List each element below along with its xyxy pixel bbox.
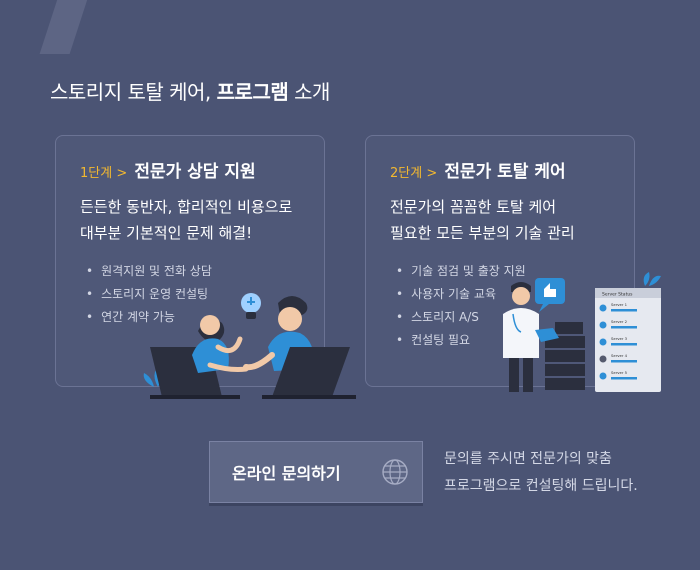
consultation-illustration [143, 293, 356, 399]
person-left [192, 315, 249, 373]
feature-item: 원격지원 및 전화 상담 [86, 260, 212, 283]
card-title: 2단계 > 전문가 토탈 케어 [390, 157, 566, 182]
thumbs-up-icon [535, 278, 565, 312]
feature-item: 컨설팅 필요 [396, 329, 526, 352]
server-load-bar [611, 326, 637, 329]
step-name: 전문가 토탈 케어 [444, 162, 566, 182]
technician-illustration: Server Status Server 1 Server 2 Server 3 Se… [503, 272, 661, 392]
server-load-bar [611, 309, 637, 312]
lightbulb-icon [241, 293, 261, 319]
server-rack [545, 322, 585, 390]
status-check-icon [599, 355, 607, 363]
step-label: 1단계 > [80, 166, 128, 181]
inquiry-description: 문의를 주시면 전문가의 맞춤 프로그램으로 컨설팅해 드립니다. [444, 446, 694, 500]
feature-list: 기술 점검 및 출장 지원 사용자 기술 교육 스토리지 A/S 컨설팅 필요 [396, 260, 526, 352]
server-load-bar [611, 360, 637, 363]
desc-line: 필요한 모든 부분의 기술 관리 [390, 224, 575, 242]
feature-item: 스토리지 운영 컨설팅 [86, 283, 212, 306]
step-name: 전문가 상담 지원 [134, 162, 256, 182]
card-title: 1단계 > 전문가 상담 지원 [80, 157, 256, 182]
status-check-icon [599, 372, 607, 380]
feature-list: 원격지원 및 전화 상담 스토리지 운영 컨설팅 연간 계약 가능 [86, 260, 212, 329]
headline-suffix: 소개 [294, 80, 330, 104]
server-name: Server 5 [611, 370, 628, 375]
server-status-panel: Server Status Server 1 Server 2 Server 3 Se… [595, 288, 661, 392]
desc-line: 전문가의 꼼꼼한 토탈 케어 [390, 198, 557, 216]
card-description: 전문가의 꼼꼼한 토탈 케어 필요한 모든 부분의 기술 관리 [390, 194, 630, 246]
step-label: 2단계 > [390, 166, 438, 181]
server-status-row: Server 1 [599, 302, 637, 312]
feature-item: 기술 점검 및 출장 지원 [396, 260, 526, 283]
program-card-step1: 1단계 > 전문가 상담 지원 든든한 동반자, 합리적인 비용으로 대부분 기… [55, 135, 325, 387]
headline-bold: 프로그램 [216, 80, 289, 104]
online-inquiry-button[interactable]: 온라인 문의하기 [209, 441, 423, 503]
note-line: 문의를 주시면 전문가의 맞춤 [444, 451, 612, 467]
status-check-icon [599, 321, 607, 329]
server-status-row: Server 3 [599, 336, 637, 346]
status-check-icon [599, 338, 607, 346]
server-load-bar [611, 343, 637, 346]
server-status-row: Server 4 [599, 353, 637, 363]
headline-prefix: 스토리지 토탈 케어, [50, 80, 211, 104]
technician-figure [503, 282, 559, 392]
server-name: Server 3 [611, 336, 628, 341]
plant-icon [643, 272, 661, 286]
server-name: Server 2 [611, 319, 628, 324]
server-panel-title: Server Status [602, 292, 633, 298]
server-name: Server 4 [611, 353, 628, 358]
desc-line: 대부분 기본적인 문제 해결! [80, 224, 253, 242]
server-name: Server 1 [611, 302, 628, 307]
note-line: 프로그램으로 컨설팅해 드립니다. [444, 478, 638, 494]
decorative-quote-mark [39, 0, 91, 54]
status-check-icon [599, 304, 607, 312]
online-inquiry-label: 온라인 문의하기 [232, 464, 341, 483]
globe-icon [382, 459, 408, 485]
server-status-row: Server 2 [599, 319, 637, 329]
server-load-bar [611, 377, 637, 380]
server-status-row: Server 5 [599, 370, 637, 380]
card-description: 든든한 동반자, 합리적인 비용으로 대부분 기본적인 문제 해결! [80, 194, 320, 246]
program-card-step2: 2단계 > 전문가 토탈 케어 전문가의 꼼꼼한 토탈 케어 필요한 모든 부분… [365, 135, 635, 387]
desc-line: 든든한 동반자, 합리적인 비용으로 [80, 198, 293, 216]
page-headline: 스토리지 토탈 케어, 프로그램 소개 [50, 76, 330, 105]
feature-item: 스토리지 A/S [396, 306, 526, 329]
feature-item: 사용자 기술 교육 [396, 283, 526, 306]
feature-item: 연간 계약 가능 [86, 306, 212, 329]
